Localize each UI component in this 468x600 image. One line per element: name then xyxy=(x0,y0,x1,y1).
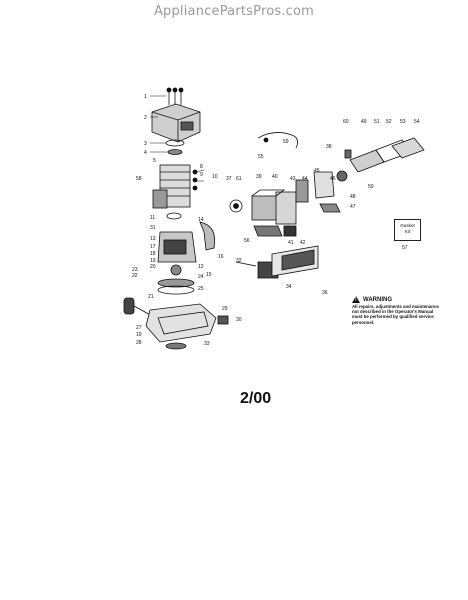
starter-handle xyxy=(123,297,157,319)
callout-1: 1 xyxy=(144,94,147,100)
callout-28: 28 xyxy=(136,340,142,346)
callout-49: 49 xyxy=(361,119,367,125)
callout-46: 46 xyxy=(330,176,336,182)
callout-56: 56 xyxy=(244,238,250,244)
callout-2: 2 xyxy=(144,115,147,121)
callout-23: 23 xyxy=(132,267,138,273)
cover-screws xyxy=(166,87,184,105)
callout-41: 41 xyxy=(288,240,294,246)
callout-14: 14 xyxy=(198,217,204,223)
callout-4: 4 xyxy=(144,150,147,156)
gasket-kit-box: Gasket Kit xyxy=(394,219,421,241)
engine-cover xyxy=(151,103,201,143)
callout-58: 58 xyxy=(136,176,142,182)
callout-44: 44 xyxy=(302,176,308,182)
callout-22: 22 xyxy=(132,273,138,279)
callout-40: 40 xyxy=(272,174,278,180)
callout-25: 25 xyxy=(198,286,204,292)
callout-10: 10 xyxy=(212,174,218,180)
part-callouts: 1 2 3 4 5 8 9 10 58 11 31 13 17 18 19 20… xyxy=(132,94,420,347)
callout-45: 45 xyxy=(314,168,320,174)
callout-16: 16 xyxy=(218,254,224,260)
callout-61: 61 xyxy=(236,176,242,182)
callout-24: 24 xyxy=(198,274,204,280)
callout-33: 33 xyxy=(204,341,210,347)
callout-55: 55 xyxy=(258,154,264,160)
air-filter-element xyxy=(235,245,319,279)
callout-43: 43 xyxy=(290,176,296,182)
callout-20: 20 xyxy=(150,264,156,270)
callout-34: 34 xyxy=(286,284,292,290)
callout-51: 51 xyxy=(374,119,380,125)
callout-54: 54 xyxy=(414,119,420,125)
callout-53: 53 xyxy=(400,119,406,125)
callout-15: 15 xyxy=(206,272,212,278)
warning-triangle-icon: ! xyxy=(352,296,360,303)
callout-13: 13 xyxy=(150,236,156,242)
callout-48: 48 xyxy=(350,194,356,200)
callout-32: 32 xyxy=(236,258,242,264)
muffler-parts xyxy=(253,225,297,237)
callout-17: 17 xyxy=(150,244,156,250)
fuel-tank xyxy=(145,303,229,350)
callout-9: 9 xyxy=(200,172,203,178)
gasket-kit-label-line2: Kit xyxy=(404,228,411,234)
callout-52: 52 xyxy=(386,119,392,125)
callout-50: 50 xyxy=(368,184,374,190)
date-code: 2/00 xyxy=(240,390,272,407)
fuel-line xyxy=(257,132,298,149)
callout-60: 60 xyxy=(343,119,349,125)
crankcase-assembly xyxy=(157,212,216,295)
callout-18: 18 xyxy=(150,251,156,257)
callout-21: 21 xyxy=(148,294,154,300)
callout-3: 3 xyxy=(144,141,147,147)
watermark: AppliancePartsPros.com xyxy=(153,4,315,19)
carburetor-assembly xyxy=(229,170,348,225)
cylinder-block xyxy=(152,164,198,209)
callout-27: 27 xyxy=(136,325,142,331)
callout-42: 42 xyxy=(300,240,306,246)
callout-8: 8 xyxy=(200,164,203,170)
callout-5: 5 xyxy=(153,158,156,164)
warning-body: All repairs, adjustments and maintenance… xyxy=(352,304,439,325)
warning-title: WARNING xyxy=(363,296,392,303)
callout-19b: 19 xyxy=(136,332,142,338)
callout-11: 11 xyxy=(150,215,155,221)
callout-39: 39 xyxy=(256,174,262,180)
callout-37: 37 xyxy=(226,176,232,182)
callout-47: 47 xyxy=(350,204,356,210)
callout-38: 38 xyxy=(326,144,332,150)
callout-36: 36 xyxy=(322,290,328,296)
callout-59: 59 xyxy=(283,139,289,145)
callout-30: 30 xyxy=(236,317,242,323)
callout-29: 29 xyxy=(222,306,228,312)
gasket-kit-part-number: 57 xyxy=(402,245,408,251)
warning-notice: ! WARNING All repairs, adjustments and m… xyxy=(352,296,442,325)
air-filter-housing xyxy=(344,137,425,173)
callout-12: 12 xyxy=(198,264,204,270)
gasket-4 xyxy=(167,149,183,155)
gasket-kit-label-line1: Gasket xyxy=(400,223,415,228)
callout-31: 31 xyxy=(150,225,156,231)
callout-19: 19 xyxy=(150,258,156,264)
